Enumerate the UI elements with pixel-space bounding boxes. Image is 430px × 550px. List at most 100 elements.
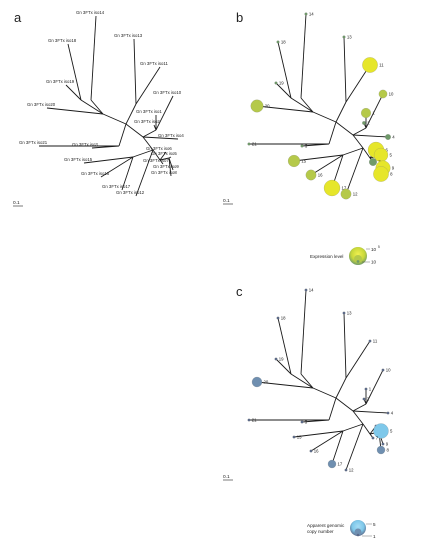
tree-branch-internal [335, 121, 354, 136]
tree-branch-leaf [153, 124, 157, 131]
tip-label: Gn 3FTx iso21 [19, 140, 48, 145]
tree-branch-internal [335, 101, 347, 123]
tip-circle [276, 40, 280, 44]
tree-branch-leaf [293, 154, 344, 162]
tree-branch-internal [335, 377, 347, 399]
tree-branch-internal [362, 423, 371, 435]
tip-circle [305, 169, 317, 181]
tree-branch-leaf [67, 43, 82, 101]
tip-circle [247, 418, 251, 422]
tip-label: Gn 3FTx iso10 [153, 90, 182, 95]
tip-number: 18 [281, 40, 286, 45]
scale-bar-label: 0.1 [223, 198, 230, 204]
expression-legend-title: Expression level [310, 254, 343, 259]
tip-circle [309, 449, 313, 453]
tree-branch-leaf [168, 157, 172, 177]
tip-circle [276, 316, 280, 320]
tree-branch-internal [125, 123, 144, 138]
expression-legend-min-label: 10 [371, 260, 377, 265]
tip-circle [376, 445, 386, 455]
expression-legend-max-exp: 5 [378, 245, 380, 249]
tip-number: 10 [389, 92, 394, 97]
tip-circle [364, 387, 368, 391]
tree-branch-internal [312, 111, 337, 123]
tip-circle [304, 288, 308, 292]
tree-branch-internal [352, 410, 364, 425]
tip-number: 8 [390, 172, 393, 177]
tip-label: Gn 3FTx iso1 [136, 109, 162, 114]
tree-branch-internal [118, 123, 127, 147]
tree-branch-leaf [142, 136, 179, 140]
tree-branch-leaf [83, 156, 134, 164]
tip-number: 17 [342, 186, 347, 191]
tip-number: 3 [305, 420, 308, 425]
tip-number: 21 [252, 418, 257, 423]
copy-legend-max-circle [350, 520, 366, 536]
tip-circle [373, 166, 389, 182]
tip-circle [247, 142, 251, 146]
tip-number: 14 [309, 12, 314, 17]
scale-bar-label: 0.1 [223, 474, 230, 480]
tip-number: 11 [379, 63, 384, 68]
tree-branch-leaf [310, 154, 344, 176]
tip-circle [362, 57, 378, 73]
tip-number: 19 [279, 81, 284, 86]
expression-legend-max-label: 10 [371, 247, 377, 252]
tip-number: 13 [347, 311, 352, 316]
tree-branch-leaf [256, 381, 314, 389]
tree-branch-internal [300, 373, 314, 389]
tip-circle [368, 339, 372, 343]
tree-branch-internal [328, 121, 337, 145]
tip-circle [361, 108, 371, 118]
tree-branch-internal [159, 157, 170, 161]
tip-label: Gn 3FTx iso20 [27, 102, 56, 107]
tip-label: Gn 3FTx iso2 [134, 119, 160, 124]
tip-label: Gn 3FTx iso6 [146, 146, 172, 151]
tip-circle [373, 423, 389, 439]
tip-circle [304, 12, 308, 16]
tip-label: Gn 3FTx iso12 [116, 190, 145, 195]
tree-branch-leaf [345, 340, 371, 379]
tree-branch-leaf [159, 159, 164, 165]
tree-branch-leaf [277, 317, 292, 375]
tip-number: 16 [314, 449, 319, 454]
tree-branch-internal [102, 113, 127, 125]
tip-number: 15 [297, 435, 302, 440]
tip-circle [300, 144, 304, 148]
tree-branch-internal [152, 149, 161, 161]
expression-legend-mid-circle [354, 255, 362, 263]
tree-branch-internal [362, 147, 371, 159]
tip-label: Gn 3FTx iso8 [151, 170, 177, 175]
tip-number: 6 [386, 148, 389, 153]
tree-panel-c: 1413181119102012421365791581617120.1 [223, 288, 394, 481]
tree-branch-internal [335, 397, 354, 412]
tip-label: Gn 3FTx iso7 [143, 158, 169, 163]
tip-number: 9 [386, 442, 389, 447]
tip-circle [323, 179, 341, 197]
tip-number: 2 [367, 121, 370, 126]
tip-circle [362, 397, 366, 401]
tree-branch-leaf [300, 289, 307, 375]
tip-circle [251, 376, 263, 388]
tree-branch-leaf [310, 430, 344, 452]
tip-circle [250, 99, 264, 113]
tip-number: 20 [264, 380, 269, 385]
tree-branch-internal [300, 97, 314, 113]
tree-branch-leaf [46, 107, 104, 115]
copy-legend-mid-circle [354, 528, 362, 536]
tip-number: 10 [386, 368, 391, 373]
tip-number: 12 [349, 468, 354, 473]
tip-circle [381, 442, 385, 446]
copy-legend-title-line2: copy number [307, 529, 334, 534]
tree-branch-leaf [365, 369, 384, 405]
tree-branch-leaf [352, 134, 389, 138]
tree-branch-internal [352, 134, 364, 149]
tree-branch-leaf [135, 66, 161, 105]
copy-number-legend: 5 1 Apparent genomic copy number [307, 520, 376, 539]
tree-branch-internal [132, 149, 154, 158]
tip-label: Gn 3FTx iso3 [72, 142, 98, 147]
tree-branch-leaf [301, 143, 330, 147]
tip-label: Gn 3FTx iso5 [151, 151, 177, 156]
tip-circle [371, 436, 375, 440]
